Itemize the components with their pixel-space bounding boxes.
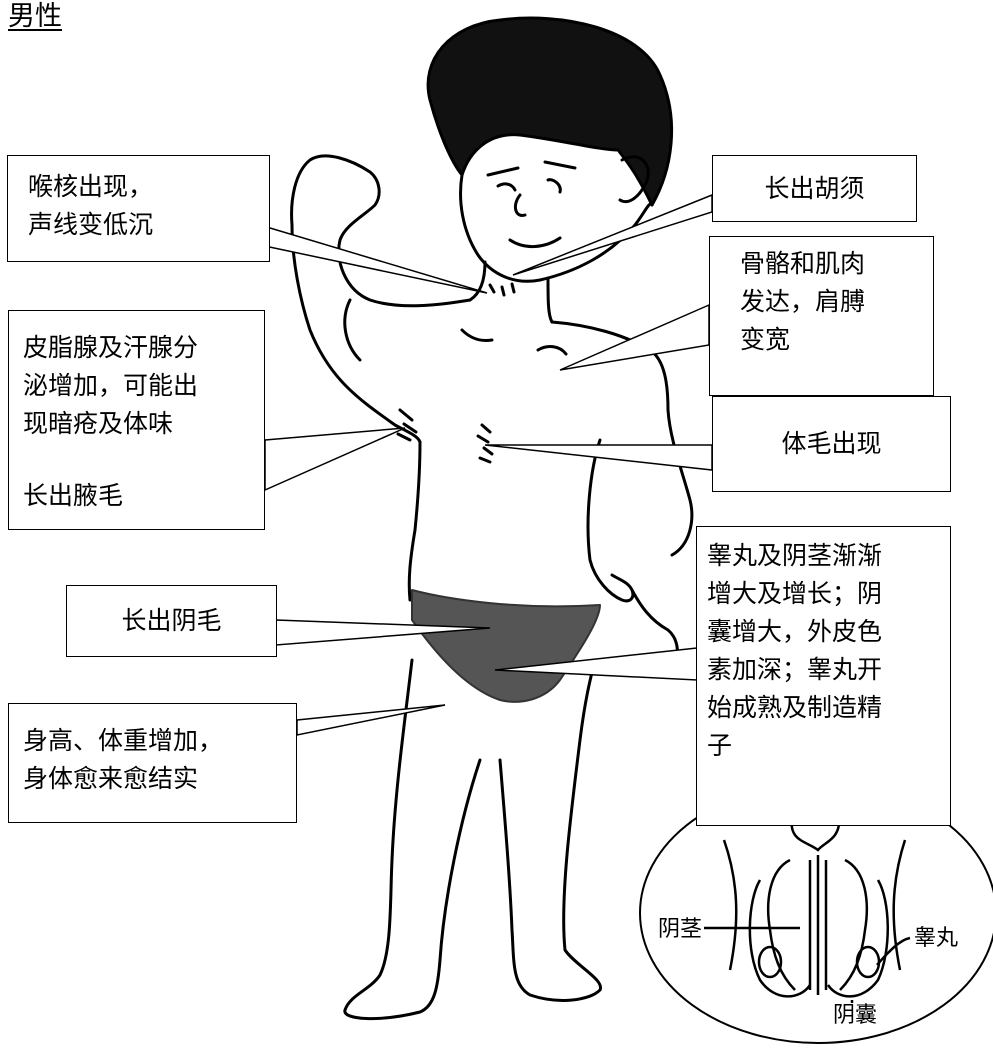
- chest-hair: [476, 423, 494, 464]
- callout-testes: 睾丸及阴茎渐渐 增大及增长；阴 囊增大，外皮色 素加深；睾丸开 始成熟及制造精 …: [696, 526, 951, 826]
- raised-arm-inner: [343, 298, 362, 362]
- inset-label-penis: 阴茎: [656, 917, 705, 943]
- armpit-hair: [396, 408, 418, 442]
- inset-testis-left: [757, 945, 783, 979]
- torso-right: [586, 438, 679, 677]
- callout-growth-text: 身高、体重增加， 身体愈来愈结实: [23, 726, 224, 793]
- genital-inset: [639, 782, 993, 1044]
- callout-muscle: 骨骼和肌肉 发达，肩膊 变宽: [709, 236, 934, 396]
- pointer-growth: [296, 704, 446, 736]
- inset-label-scrotum: 阴囊: [831, 1003, 880, 1029]
- beard-marks: [488, 282, 516, 297]
- callout-armpit-hair-text: 长出腋毛: [23, 481, 124, 510]
- eyebrow-left: [486, 166, 520, 177]
- leg-right: [498, 658, 602, 1002]
- inset-label-testis: 睾丸: [912, 926, 961, 952]
- eyebrow-right: [543, 160, 577, 170]
- chest-right: [536, 345, 568, 356]
- callout-voice: 喉核出现， 声线变低沉: [7, 155, 270, 262]
- callout-testes-text: 睾丸及阴茎渐渐 增大及增长；阴 囊增大，外皮色 素加深；睾丸开 始成熟及制造精 …: [707, 541, 883, 760]
- inset-pointer-testis: [876, 936, 911, 966]
- callout-pubic-hair: 长出阴毛: [66, 585, 277, 657]
- pointer-sweat: [264, 427, 406, 492]
- inset-penis-outer: [766, 858, 869, 991]
- inset-scrotum: [748, 879, 889, 998]
- callout-beard: 长出胡须: [712, 155, 917, 222]
- hair: [426, 16, 674, 207]
- nose: [513, 193, 527, 217]
- neck: [468, 260, 554, 324]
- inset-penis-inner: [808, 860, 828, 990]
- pointer-muscle: [559, 303, 710, 371]
- inset-thigh-right: [892, 839, 907, 971]
- mouth: [508, 236, 562, 248]
- callout-body-hair: 体毛出现: [712, 396, 951, 492]
- pointer-beard: [512, 193, 713, 276]
- callout-sweat-text: 皮脂腺及汗腺分 泌增加，可能出 现暗疮及体味: [23, 333, 199, 438]
- ear: [618, 155, 650, 204]
- page-title: 男性: [8, 1, 62, 32]
- eye-right: [546, 178, 562, 194]
- callout-pubic-hair-text: 长出阴毛: [121, 606, 222, 635]
- raised-arm: [290, 154, 472, 444]
- chest-left: [460, 328, 494, 342]
- callout-sweat-glands: 皮脂腺及汗腺分 泌增加，可能出 现暗疮及体味 长出腋毛: [8, 310, 265, 530]
- eye-left: [496, 182, 517, 192]
- callout-beard-text: 长出胡须: [764, 173, 865, 203]
- leg-left: [343, 658, 482, 1020]
- callout-body-hair-text: 体毛出现: [781, 429, 882, 458]
- shoulder-right: [550, 320, 694, 557]
- underwear: [411, 589, 601, 703]
- callout-muscle-text: 骨骼和肌肉 发达，肩膊 变宽: [740, 249, 866, 354]
- pointer-bodyhair: [484, 444, 713, 471]
- callout-voice-text: 喉核出现， 声线变低沉: [28, 172, 154, 239]
- face: [459, 173, 654, 283]
- torso-left: [407, 440, 422, 602]
- callout-growth: 身高、体重增加， 身体愈来愈结实: [8, 703, 297, 823]
- inset-thigh-left: [722, 839, 738, 971]
